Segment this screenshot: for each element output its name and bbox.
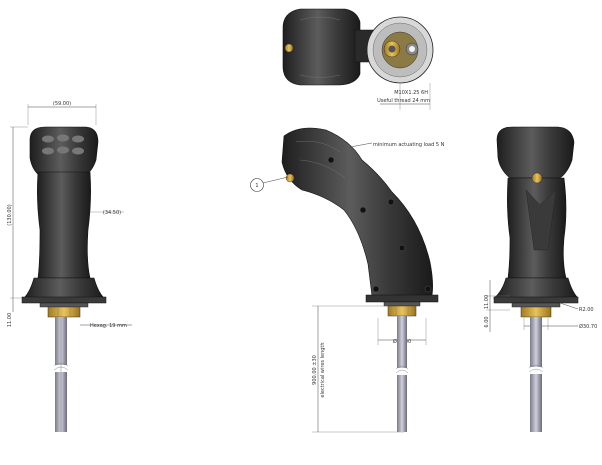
grip-depth-dim: (34.50) <box>103 210 121 216</box>
right-diameter-dim: Ø30.70 <box>579 323 597 330</box>
left-height-dim: (130.00) <box>7 204 13 225</box>
front-view: (59.00) (130.00) 11.00 (34.50) Hexag. 19 <box>7 101 132 432</box>
side-view: minimum actuating load 5 N 1 Ø34.00 900.… <box>250 127 445 433</box>
rear-view: 11.00 6.00 R2.00 Ø30.70 <box>484 126 597 432</box>
left-base-dim: 11.00 <box>7 313 13 327</box>
cable-length-dim: 900.00 ±30 <box>312 355 318 385</box>
right-radius-dim: R2.00 <box>579 307 594 313</box>
hex-nut-label: Hexag. 19 mm <box>90 323 127 329</box>
top-view: M10X1.25 6H Useful thread 24 mm <box>282 8 434 110</box>
thread-depth-label: Useful thread 24 mm <box>377 98 430 104</box>
callout-balloon-number: 1 <box>255 183 258 189</box>
right-small-dim: 6.00 <box>484 316 490 327</box>
callout-balloon <box>250 178 264 192</box>
cable-length-note: electrical wires length <box>320 342 326 397</box>
min-load-label: minimum actuating load 5 N <box>373 142 445 148</box>
top-width-dim: (59.00) <box>53 101 71 107</box>
right-base-height-dim: 11.00 <box>484 295 490 309</box>
thread-label: M10X1.25 6H <box>394 90 428 96</box>
